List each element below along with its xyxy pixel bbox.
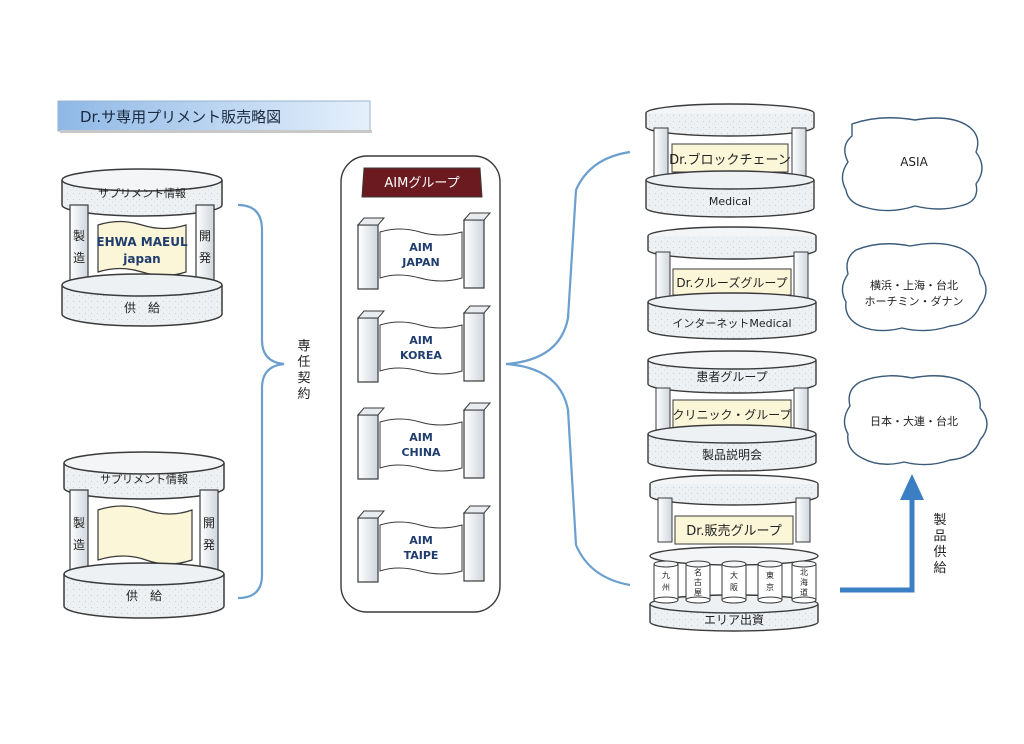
svg-text:九: 九: [662, 571, 670, 580]
empty-banner: [97, 505, 193, 565]
svg-text:道: 道: [800, 587, 808, 597]
left-bottom-side-2: 造: [73, 538, 85, 552]
svg-text:インターネットMedical: インターネットMedical: [672, 317, 791, 330]
svg-text:横浜・上海・台北: 横浜・上海・台北: [870, 278, 958, 292]
left-top-side-1: 製: [73, 229, 85, 243]
svg-text:品: 品: [933, 529, 946, 544]
area-cylinder-nagoya: 名 古 屋: [685, 560, 711, 604]
svg-text:供: 供: [933, 545, 946, 560]
svg-text:京: 京: [766, 582, 774, 592]
svg-text:TAIPE: TAIPE: [404, 549, 439, 562]
supply-label: 製 品 供 給: [933, 513, 946, 576]
aim-unit-taipe: AIM TAIPE: [356, 505, 492, 583]
svg-text:CHINA: CHINA: [401, 446, 441, 459]
left-bottom-side-1: 製: [73, 516, 85, 530]
svg-text:給: 給: [933, 561, 946, 576]
aim-unit-japan: AIM JAPAN: [356, 212, 492, 290]
svg-text:古: 古: [694, 577, 702, 587]
svg-text:契: 契: [297, 371, 310, 386]
left-stack-bottom: サプリメント情報 製 造 開 発 供 給: [63, 451, 225, 619]
aim-unit-china: AIM CHINA: [356, 402, 492, 480]
svg-text:任: 任: [297, 355, 310, 370]
svg-text:ホーチミン・ダナン: ホーチミン・ダナン: [865, 294, 964, 308]
right-stack-3: 患者グループ クリニック・グループ 製品説明会: [647, 350, 817, 472]
svg-text:専: 専: [297, 339, 310, 354]
title-text: Dr.サ専用プリメント販売略図: [80, 108, 281, 126]
svg-text:Dr.販売グループ: Dr.販売グループ: [686, 523, 782, 539]
region-asia: ASIA: [841, 117, 983, 212]
supply-arrow-head: [900, 474, 924, 500]
svg-text:エリア出資: エリア出資: [704, 613, 764, 627]
contract-label: 専 任 契 約: [297, 339, 310, 402]
svg-text:屋: 屋: [694, 588, 702, 597]
right-stack-2: Dr.クルーズグループ インターネットMedical: [647, 226, 817, 340]
svg-text:北: 北: [800, 568, 808, 577]
svg-text:AIM: AIM: [409, 431, 433, 444]
svg-text:製: 製: [933, 513, 946, 528]
ehwa-banner: [97, 220, 187, 277]
left-stack-top: サプリメント情報 製 造 開 発 EHWA MAEUL japan 供 給: [61, 168, 223, 327]
dr-blockchain-banner: [671, 143, 789, 173]
area-cylinder-kyushu: 九 州: [653, 560, 679, 604]
clinic-banner: [672, 399, 792, 429]
dr-sales-banner: [674, 515, 794, 545]
left-bottom-side-4: 発: [203, 538, 215, 552]
svg-text:約: 約: [297, 387, 310, 402]
svg-text:クリニック・グループ: クリニック・グループ: [672, 408, 791, 422]
svg-text:AIM: AIM: [409, 334, 433, 347]
svg-text:大: 大: [730, 570, 738, 580]
aim-header-text: AIMグループ: [384, 176, 459, 191]
area-cylinder-osaka: 大 阪: [721, 560, 747, 604]
left-top-header: サプリメント情報: [98, 187, 186, 200]
svg-text:患者グループ: 患者グループ: [696, 370, 767, 384]
right-stack-1: Dr.ブロックチェーン Medical: [645, 103, 815, 218]
svg-text:州: 州: [662, 583, 670, 592]
aim-unit-korea: AIM KOREA: [356, 305, 492, 383]
svg-text:JAPAN: JAPAN: [401, 256, 439, 269]
dr-cruise-banner: [672, 268, 792, 296]
area-cylinder-tokyo: 東 京: [757, 560, 783, 604]
ehwa-brand-sub: japan: [122, 252, 160, 266]
left-brace: [237, 203, 285, 600]
left-top-side-4: 発: [199, 251, 211, 265]
svg-text:AIM: AIM: [409, 534, 433, 547]
left-top-footer: 供 給: [124, 301, 160, 315]
svg-text:Dr.ブロックチェーン: Dr.ブロックチェーン: [669, 152, 791, 168]
svg-text:海: 海: [800, 577, 808, 587]
svg-text:ASIA: ASIA: [900, 155, 928, 169]
svg-text:Dr.クルーズグループ: Dr.クルーズグループ: [676, 275, 787, 290]
svg-text:KOREA: KOREA: [400, 349, 442, 362]
svg-text:製品説明会: 製品説明会: [702, 447, 762, 462]
left-bottom-side-3: 開: [203, 516, 215, 530]
region-yokohama: 横浜・上海・台北 ホーチミン・ダナン: [841, 242, 987, 332]
left-bottom-header: サプリメント情報: [100, 473, 188, 486]
svg-text:AIM: AIM: [409, 241, 433, 254]
right-brace: [505, 150, 631, 587]
svg-text:阪: 阪: [730, 583, 738, 592]
aim-header: [361, 167, 483, 198]
region-japan: 日本・大連・台北: [843, 375, 988, 466]
aim-group: AIMグループ AIM JAPAN AIM KOREA: [340, 155, 501, 613]
svg-text:Medical: Medical: [709, 195, 751, 208]
svg-text:東: 東: [766, 570, 774, 580]
left-bottom-footer: 供 給: [126, 589, 162, 603]
area-cylinder-hokkaido: 北 海 道: [791, 560, 817, 604]
left-top-side-2: 造: [73, 251, 85, 265]
left-top-side-3: 開: [199, 229, 211, 243]
supply-arrow: [840, 484, 915, 593]
ehwa-brand: EHWA MAEUL: [96, 235, 188, 249]
svg-text:日本・大連・台北: 日本・大連・台北: [870, 414, 958, 428]
diagram-title: Dr.サ専用プリメント販売略図: [57, 100, 372, 133]
right-stack-4: Dr.販売グループ エリア出資 九 州 名 古 屋 大 阪: [649, 474, 819, 632]
svg-text:名: 名: [694, 567, 702, 577]
